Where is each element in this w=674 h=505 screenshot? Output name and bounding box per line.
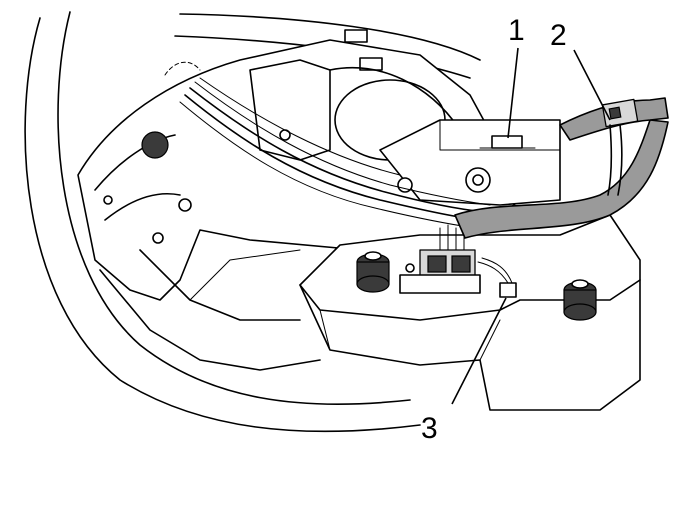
mount-bolt-left [141, 131, 169, 159]
plug-connector [601, 98, 639, 196]
leader-line-1 [507, 47, 519, 139]
module-housing [299, 214, 641, 411]
lower-spoke [99, 249, 321, 371]
leader-line-2 [573, 49, 611, 121]
small-connector [477, 257, 517, 298]
leader-line-3 [451, 297, 507, 405]
callout-3: 3 [421, 412, 438, 445]
bushing-left [356, 251, 390, 293]
connector-block [399, 224, 481, 294]
wiring-harness [179, 77, 491, 229]
bushing-right [563, 279, 597, 321]
clip [479, 135, 536, 149]
callout-1: 1 [508, 14, 525, 47]
callout-leaders [451, 47, 611, 405]
callout-2: 2 [550, 19, 567, 52]
